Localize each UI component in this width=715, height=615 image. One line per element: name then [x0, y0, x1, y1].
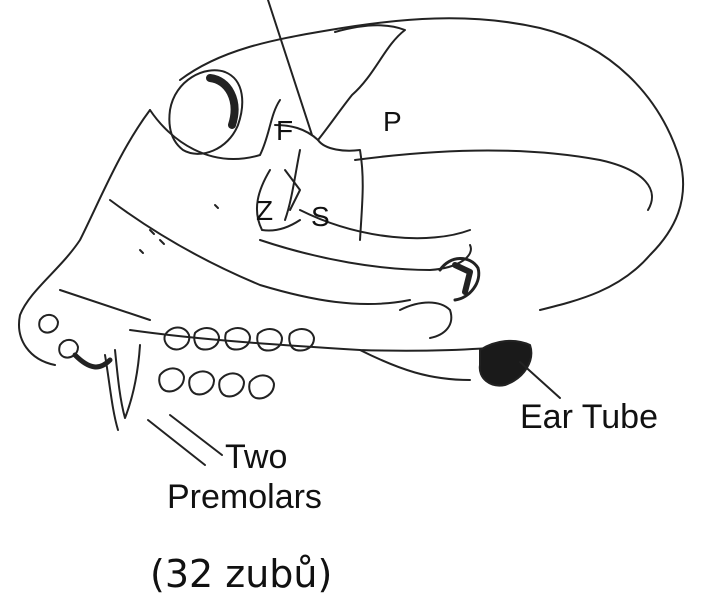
frontal-bone-label: F	[276, 117, 293, 145]
premolars-label-line1: Two	[225, 440, 287, 474]
skull-drawing	[0, 0, 715, 540]
tooth-count-caption: (32 zubů)	[150, 555, 332, 593]
sphenoid-bone-label: S	[311, 203, 330, 231]
zygomatic-bone-label: Z	[256, 197, 273, 225]
parietal-bone-label: P	[383, 108, 402, 136]
premolars-label-line2: Premolars	[167, 480, 322, 514]
ear-tube-label: Ear Tube	[520, 400, 658, 434]
